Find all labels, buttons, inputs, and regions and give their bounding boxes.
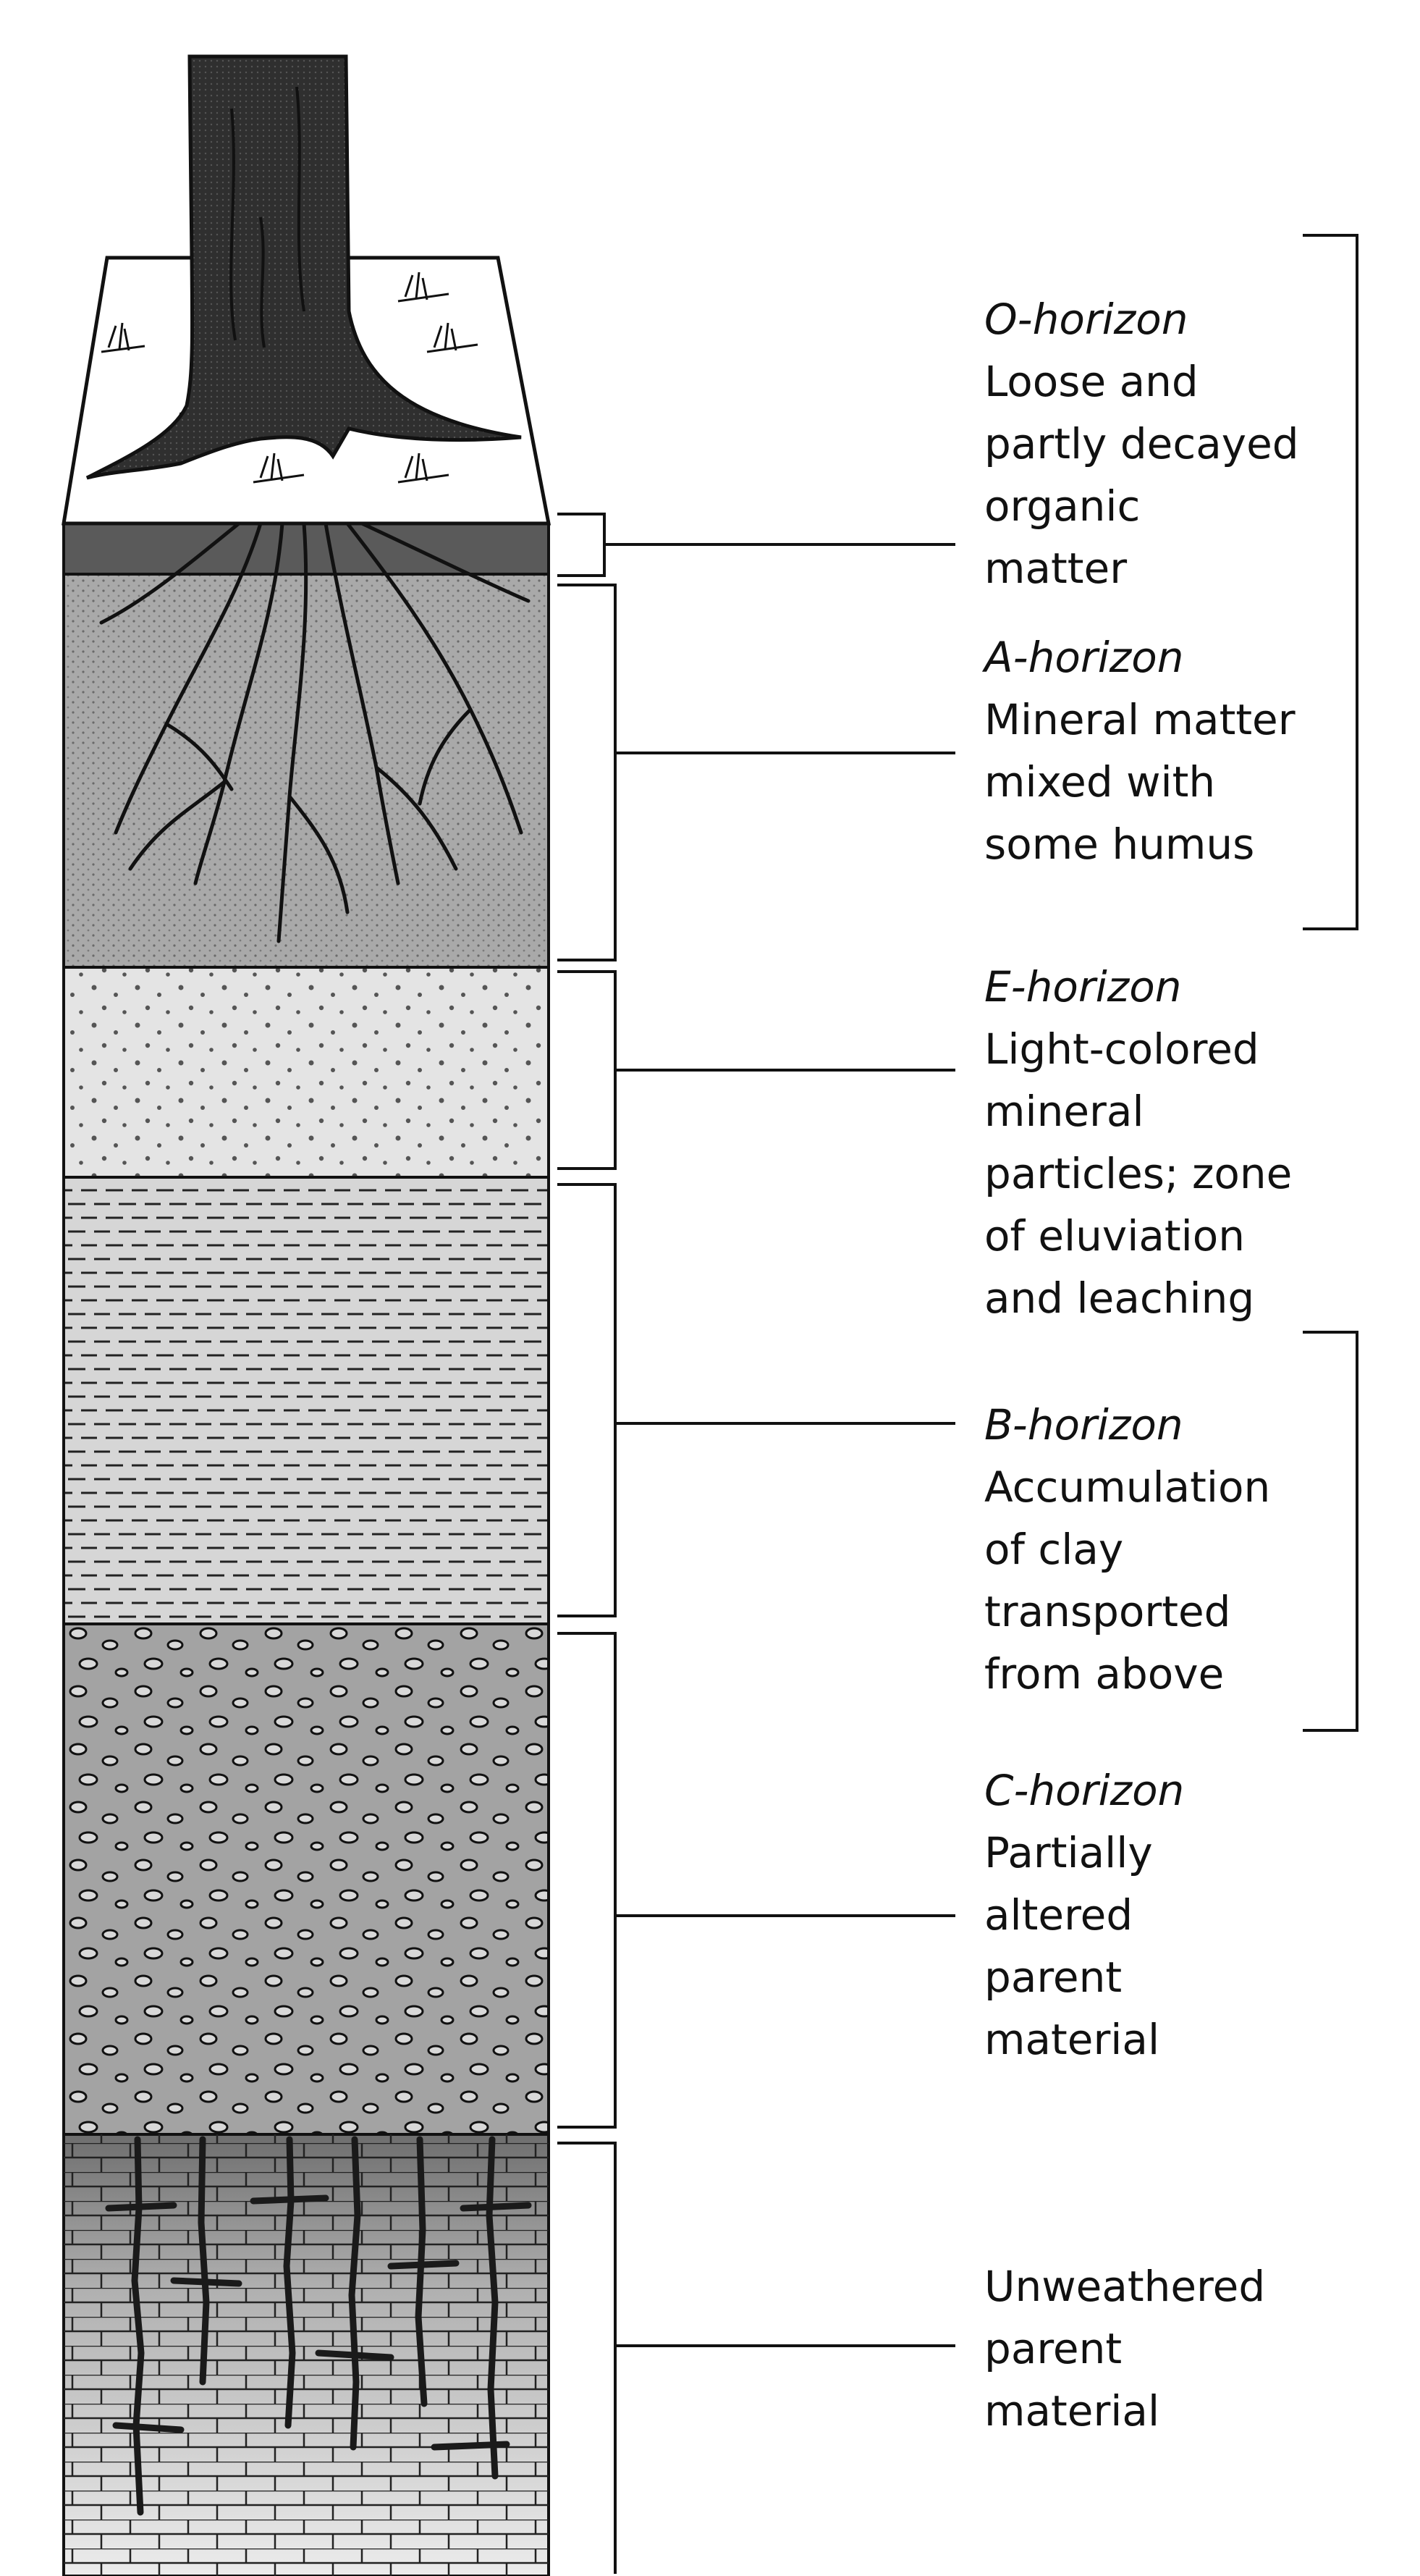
b-horizon-label: B-horizon Accumulation of clay transport… [984,1394,1270,1705]
e-horizon-bracket [557,970,955,1170]
e-horizon-line-3: particles; zone [984,1149,1293,1198]
bedrock-line-3: material [984,2386,1160,2436]
bedrock-bracket [557,2142,955,2574]
c-horizon-line-4: material [984,2015,1160,2064]
a-horizon-title: A-horizon [984,633,1184,682]
bedrock-cracks [105,2136,532,2516]
c-horizon-layer [62,1622,550,2136]
b-horizon-line-1: Accumulation [984,1462,1271,1512]
b-horizon-title: B-horizon [984,1400,1183,1449]
c-horizon-line-3: parent [984,1953,1123,2002]
e-horizon-label: E-horizon Light-colored mineral particle… [984,956,1292,1329]
c-horizon-label: C-horizon Partially altered parent mater… [984,1759,1184,2071]
bedrock-line-2: parent [984,2324,1123,2373]
o-horizon-title: O-horizon [984,295,1188,344]
soil-column [62,522,550,2576]
c-horizon-title: C-horizon [984,1766,1185,1815]
o-horizon-line-1: Loose and [984,357,1199,406]
e-horizon-layer [62,966,550,1179]
o-horizon-line-3: organic [984,481,1141,531]
e-horizon-line-2: mineral [984,1087,1144,1136]
bedrock-label: Unweathered parent material [984,2255,1265,2442]
tree-roots [99,521,531,943]
a-horizon-line-2: mixed with [984,757,1216,807]
b-horizon-bracket [557,1183,955,1617]
e-horizon-line-1: Light-colored [984,1024,1259,1074]
b-horizon-layer [62,1176,550,1625]
b-horizon-line-2: of clay [984,1525,1124,1574]
a-horizon-bracket [557,584,955,961]
b-horizon-line-4: from above [984,1649,1225,1699]
o-horizon-line-2: partly decayed [984,419,1299,468]
a-horizon-label: A-horizon Mineral matter mixed with some… [984,626,1296,875]
o-horizon-label: O-horizon Loose and partly decayed organ… [984,288,1299,599]
solum-bracket-lower [1303,1331,1358,1732]
e-horizon-line-4: of eluviation [984,1211,1245,1260]
c-horizon-line-2: altered [984,1890,1133,1940]
a-horizon-line-3: some humus [984,820,1255,869]
o-horizon-bracket [557,513,955,577]
b-horizon-line-3: transported [984,1587,1231,1636]
e-horizon-line-5: and leaching [984,1274,1255,1323]
a-horizon-line-1: Mineral matter [984,695,1296,744]
o-horizon-line-4: matter [984,544,1128,593]
bedrock-line-1: Unweathered [984,2262,1266,2311]
c-horizon-line-1: Partially [984,1828,1153,1877]
tree-trunk [85,54,522,480]
e-horizon-title: E-horizon [984,962,1182,1011]
c-horizon-bracket [557,1632,955,2129]
solum-bracket-upper [1303,234,1358,930]
label-connectors [557,234,1358,2574]
